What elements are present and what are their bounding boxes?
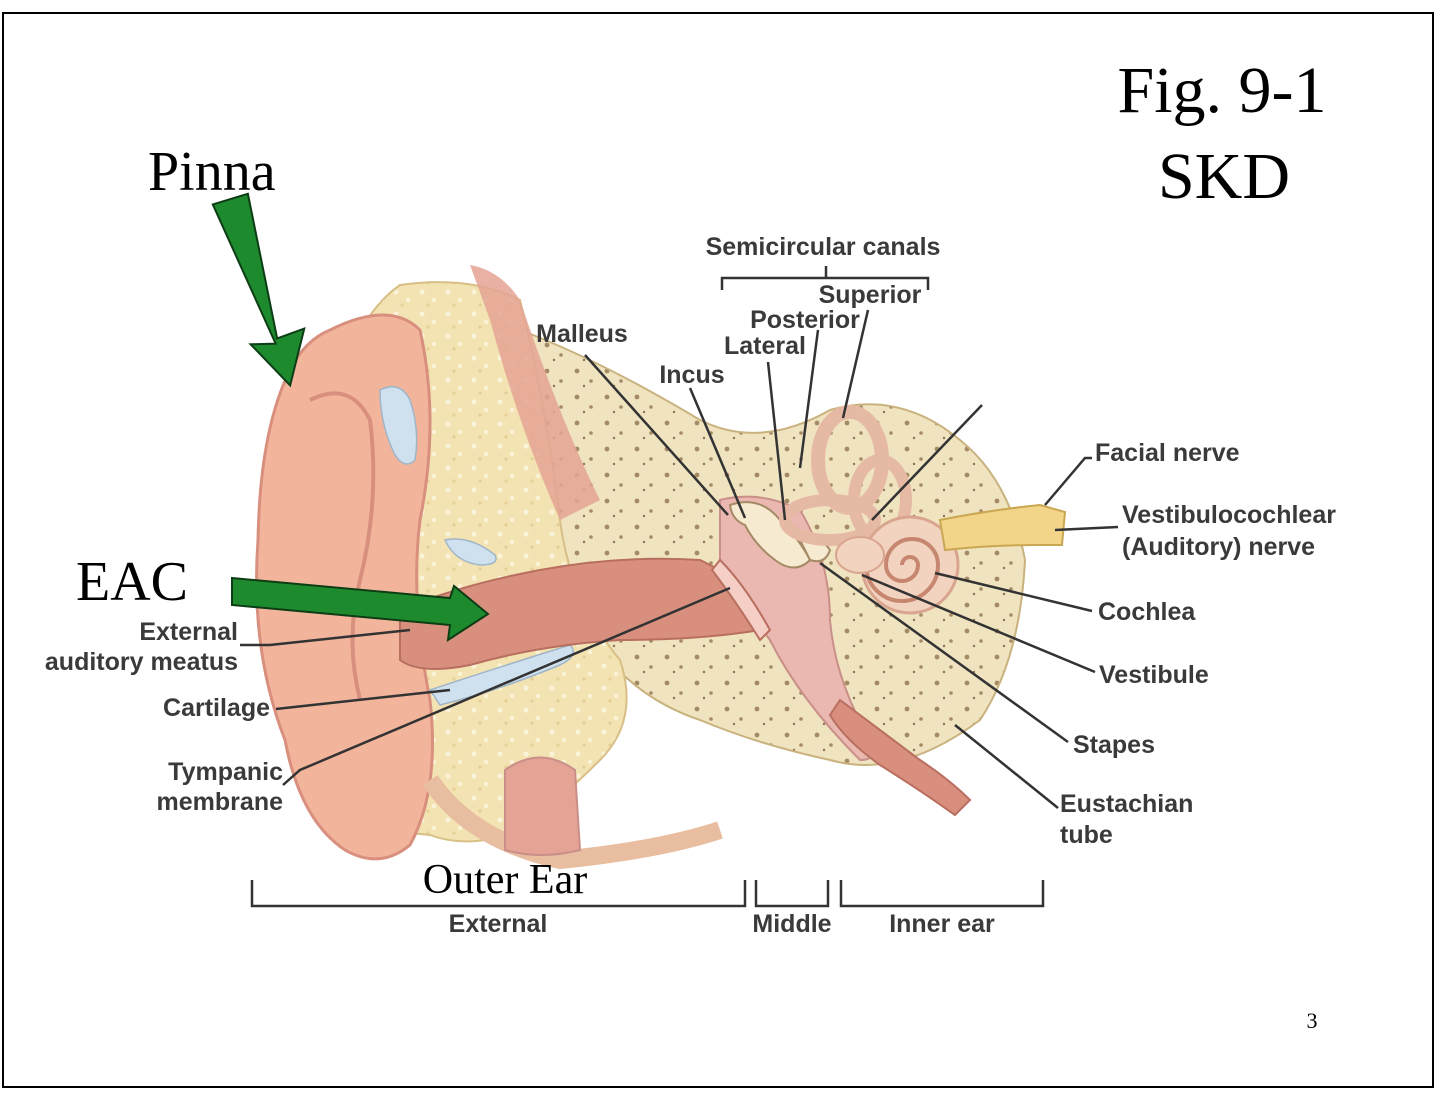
posterior-label: Posterior: [750, 306, 860, 334]
vestibulocochlear-label-line2: (Auditory) nerve: [1122, 533, 1315, 561]
eustachian-label-line1: Eustachian: [1060, 790, 1193, 818]
vestibule-shape: [835, 536, 885, 574]
text-labels: Fig. 9-1 SKD Pinna EAC Outer Ear Semicir…: [45, 54, 1336, 1033]
ossicles: [728, 501, 812, 569]
external-auditory-meatus-label-line1: External: [139, 618, 238, 646]
cartilage-shape: [379, 385, 418, 465]
muscle-band: [470, 265, 600, 520]
pinna-shape: [255, 313, 434, 861]
auditory-canal: [399, 557, 762, 670]
external-region-label: External: [449, 910, 548, 938]
tympanic-membrane-label-line1: Tympanic: [168, 758, 283, 786]
pinna-annotation: Pinna: [148, 141, 276, 203]
inner-ear-region-label: Inner ear: [889, 910, 995, 938]
semicircular-canals-label: Semicircular canals: [706, 233, 941, 261]
external-auditory-meatus-label-line2: auditory meatus: [45, 648, 238, 676]
figure-source: SKD: [1158, 140, 1290, 213]
tympanic-membrane-label-line2: membrane: [157, 788, 284, 816]
lateral-label: Lateral: [724, 332, 806, 360]
vestibule-label: Vestibule: [1099, 661, 1209, 689]
eac-arrow: [231, 576, 490, 643]
outer-ear-annotation: Outer Ear: [423, 857, 587, 903]
cartilage-label: Cartilage: [163, 694, 270, 722]
figure-number: Fig. 9-1: [1117, 54, 1326, 127]
leader-lines: [240, 266, 1119, 809]
pinna-arrow: [211, 192, 306, 388]
vestibulocochlear-label-line1: Vestibulocochlear: [1122, 501, 1336, 529]
facial-nerve-label: Facial nerve: [1095, 439, 1240, 467]
superior-label: Superior: [819, 281, 922, 309]
eustachian-label-line2: tube: [1060, 821, 1113, 849]
eac-annotation: EAC: [76, 551, 188, 613]
ear-illustration: [255, 265, 1067, 870]
page-number: 3: [1307, 1008, 1318, 1033]
malleus-label: Malleus: [536, 320, 628, 348]
cochlea-label: Cochlea: [1098, 598, 1196, 626]
region-brackets: [250, 880, 1045, 908]
eustachian-tube-shape: [828, 698, 972, 817]
stapes-label: Stapes: [1073, 731, 1155, 759]
middle-region-label: Middle: [752, 910, 831, 938]
incus-label: Incus: [659, 361, 724, 389]
tympanic-membrane-shape: [710, 558, 772, 642]
